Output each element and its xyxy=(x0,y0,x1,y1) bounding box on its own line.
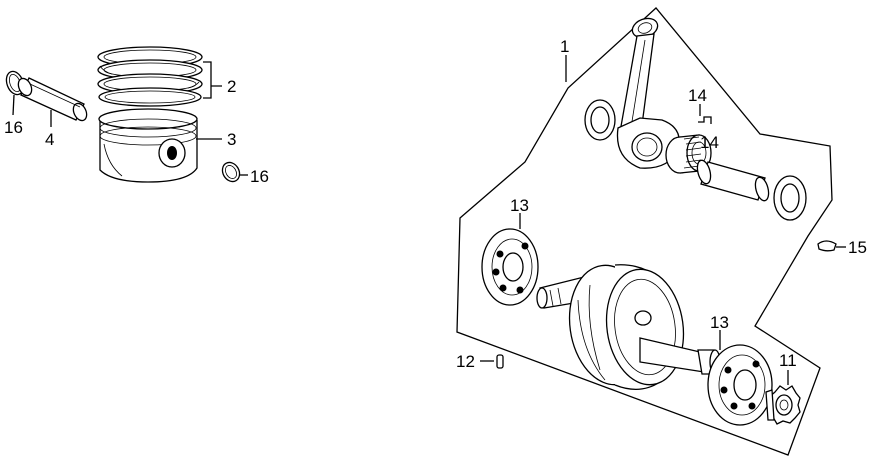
thrust-washer-right xyxy=(773,175,807,221)
bracket-2 xyxy=(203,61,222,99)
callout-4: 4 xyxy=(45,130,54,149)
ball-bearing-right xyxy=(707,344,773,426)
callout-11: 11 xyxy=(779,351,797,370)
callout-2: 2 xyxy=(227,77,236,96)
snap-ring-right xyxy=(221,161,241,183)
callout-13-left: 13 xyxy=(510,196,529,215)
dowel-pin xyxy=(496,354,504,369)
callout-12: 12 xyxy=(456,352,475,371)
piston-pin xyxy=(17,77,88,122)
callout-16-right: 16 xyxy=(250,167,269,186)
callout-1: 1 xyxy=(560,37,569,56)
lock-pin xyxy=(698,116,712,124)
crankshaft-flywheel xyxy=(568,264,685,390)
piston xyxy=(98,108,198,183)
ball-bearing-left xyxy=(481,228,539,306)
callout-16-left: 16 xyxy=(4,118,23,137)
woodruff-key xyxy=(817,240,837,252)
piston-rings xyxy=(97,46,203,107)
callout-3: 3 xyxy=(227,130,236,149)
sprocket-gear xyxy=(765,385,801,425)
callout-15: 15 xyxy=(848,238,867,257)
crank-pin xyxy=(696,159,770,202)
assembly-outline xyxy=(456,7,833,456)
callout-13-right: 13 xyxy=(710,313,729,332)
thrust-washer-left xyxy=(584,99,616,141)
leader-16-left xyxy=(12,94,15,116)
callout-14-pin: 14 xyxy=(688,86,707,105)
callout-14-bearing: 14 xyxy=(700,133,719,152)
connecting-rod xyxy=(616,17,680,169)
